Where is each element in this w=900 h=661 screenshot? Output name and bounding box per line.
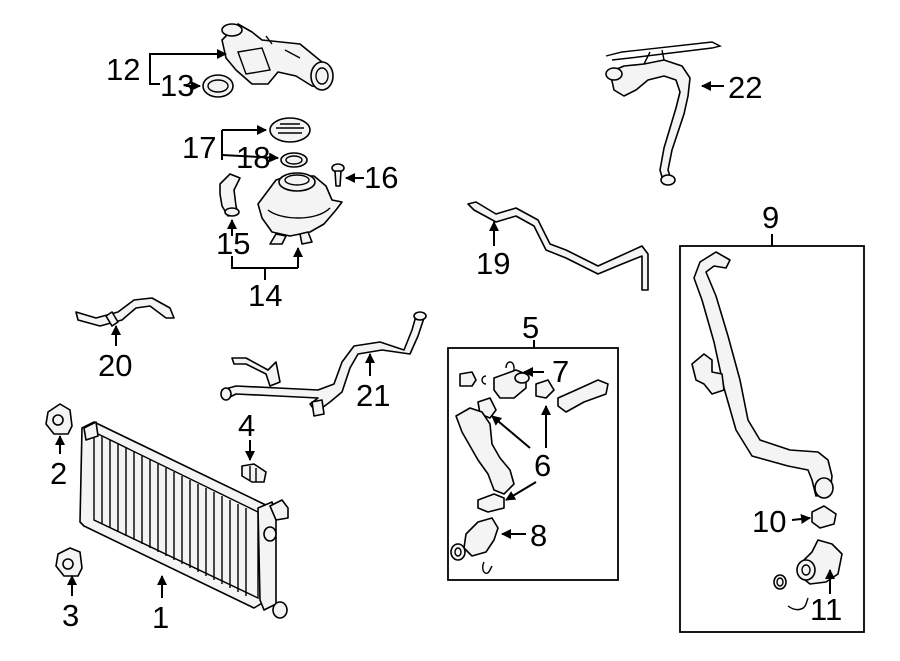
callout-8: 8	[530, 518, 547, 553]
temp-sensor	[241, 463, 267, 483]
callout-4: 4	[238, 408, 255, 443]
lower-mount	[55, 547, 83, 577]
reservoir-hose	[219, 173, 241, 217]
callout-14: 14	[248, 278, 282, 313]
expansion-tank	[257, 172, 343, 245]
callout-10: 10	[752, 504, 786, 539]
bracket-pipe	[220, 311, 427, 417]
callout-3: 3	[62, 598, 79, 633]
callout-19: 19	[476, 246, 510, 281]
callout-17: 17	[182, 130, 216, 165]
callout-1: 1	[152, 600, 169, 635]
radiator	[79, 421, 289, 619]
box5-parts	[450, 361, 609, 574]
upper-hose	[605, 41, 723, 186]
callout-15: 15	[216, 226, 250, 261]
callout-12: 12	[106, 52, 140, 87]
callout-16: 16	[364, 160, 398, 195]
callout-21: 21	[356, 378, 390, 413]
thermostat-gasket	[202, 74, 234, 98]
callout-9: 9	[762, 200, 779, 235]
coolant-pipe	[467, 201, 649, 291]
radiator-fins	[101, 436, 247, 596]
callout-7: 7	[552, 354, 569, 389]
callout-13: 13	[160, 68, 194, 103]
upper-mount	[45, 403, 73, 435]
callout-11: 11	[810, 592, 842, 627]
thermostat-housing	[221, 23, 334, 91]
callout-22: 22	[728, 70, 762, 105]
small-hose	[75, 297, 175, 327]
reservoir-cap	[269, 117, 311, 143]
callout-20: 20	[98, 348, 132, 383]
callout-18: 18	[236, 140, 270, 175]
box9-parts	[691, 251, 843, 611]
cap-seal	[280, 152, 308, 168]
callout-2: 2	[50, 456, 67, 491]
callout-5: 5	[522, 310, 539, 345]
callout-6: 6	[534, 448, 551, 483]
reservoir-bolt	[331, 163, 345, 187]
